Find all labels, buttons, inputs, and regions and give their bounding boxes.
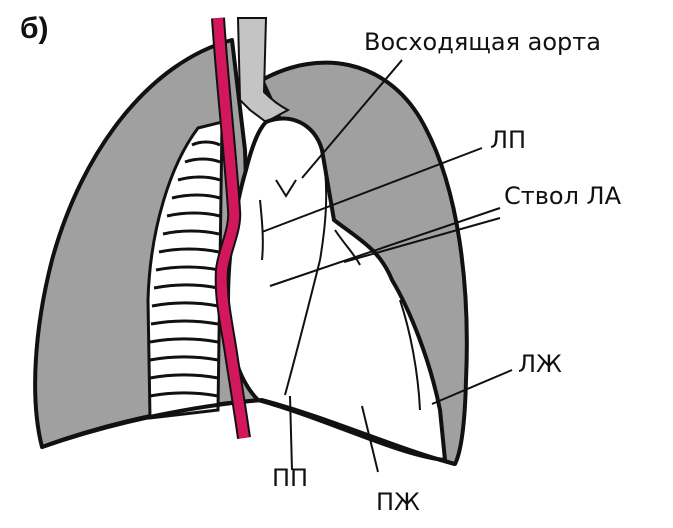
label-left-atrium: ЛП bbox=[490, 128, 526, 152]
label-pulmonary-trunk: Ствол ЛА bbox=[504, 184, 621, 208]
label-ascending-aorta: Восходящая аорта bbox=[364, 30, 601, 54]
panel-label: б) bbox=[20, 14, 49, 44]
label-left-ventricle: ЛЖ bbox=[518, 352, 562, 376]
label-right-atrium: ПП bbox=[272, 466, 308, 490]
label-right-ventricle: ПЖ bbox=[376, 490, 420, 514]
